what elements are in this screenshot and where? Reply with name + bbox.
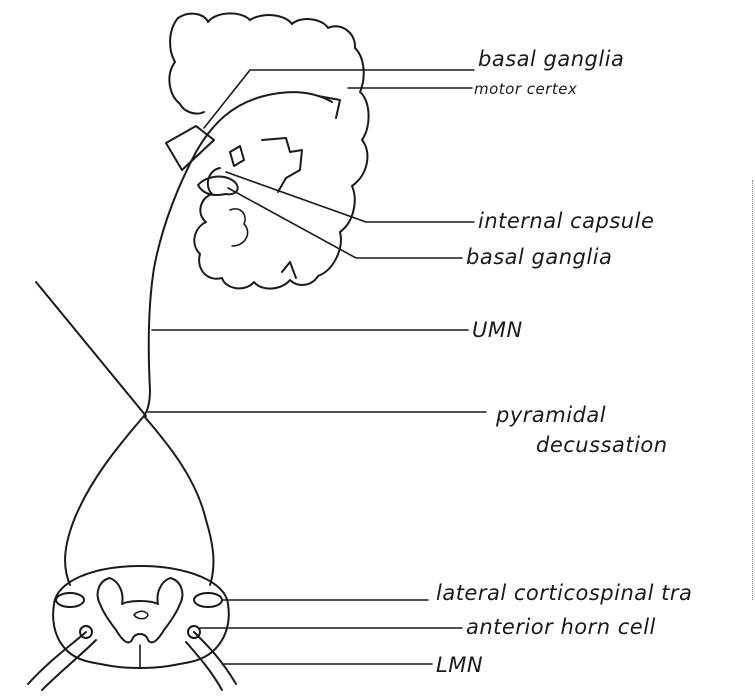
leader-internal-capsule (226, 172, 474, 222)
corticospinal-tract-left (56, 593, 84, 607)
page-edge-marks (751, 180, 753, 600)
crossing-line-left (36, 282, 146, 416)
umn-axon (144, 92, 332, 416)
lateral-ventricle (262, 138, 302, 192)
label-motor-cortex: motor certex (474, 80, 577, 98)
label-internal-capsule: internal capsule (478, 209, 654, 233)
lmn-axon-right-2 (186, 642, 222, 690)
central-canal (134, 611, 148, 619)
spinal-cord-outline (53, 566, 229, 668)
label-basal-ganglia-bottom: basal ganglia (466, 245, 612, 269)
label-decussation: decussation (536, 433, 668, 457)
umn-pathway (36, 92, 340, 585)
label-anterior-horn-cell: anterior horn cell (466, 615, 656, 639)
descending-right (144, 416, 213, 585)
lmn-axon-left-2 (42, 640, 96, 690)
leader-basal-ganglia-bottom (228, 188, 462, 258)
label-lmn: LMN (436, 653, 483, 677)
label-pyramidal: pyramidal (495, 403, 606, 427)
descending-left (65, 416, 144, 585)
label-basal-ganglia-top: basal ganglia (478, 47, 624, 71)
labels: basal ganglia motor certex internal caps… (436, 47, 692, 677)
basal-ganglia-block-lower (198, 177, 238, 195)
fissure-line (282, 262, 296, 278)
label-lateral-corticospinal: lateral corticospinal tra (436, 581, 692, 605)
brain-outline (178, 13, 369, 288)
label-umn: UMN (472, 318, 523, 342)
grey-matter (98, 578, 183, 642)
brain-left-rim (169, 18, 204, 114)
internal-capsule-notch (230, 146, 244, 166)
inner-gyrus (230, 209, 248, 246)
corticospinal-tract-right (194, 593, 222, 607)
brain-section (169, 13, 368, 288)
